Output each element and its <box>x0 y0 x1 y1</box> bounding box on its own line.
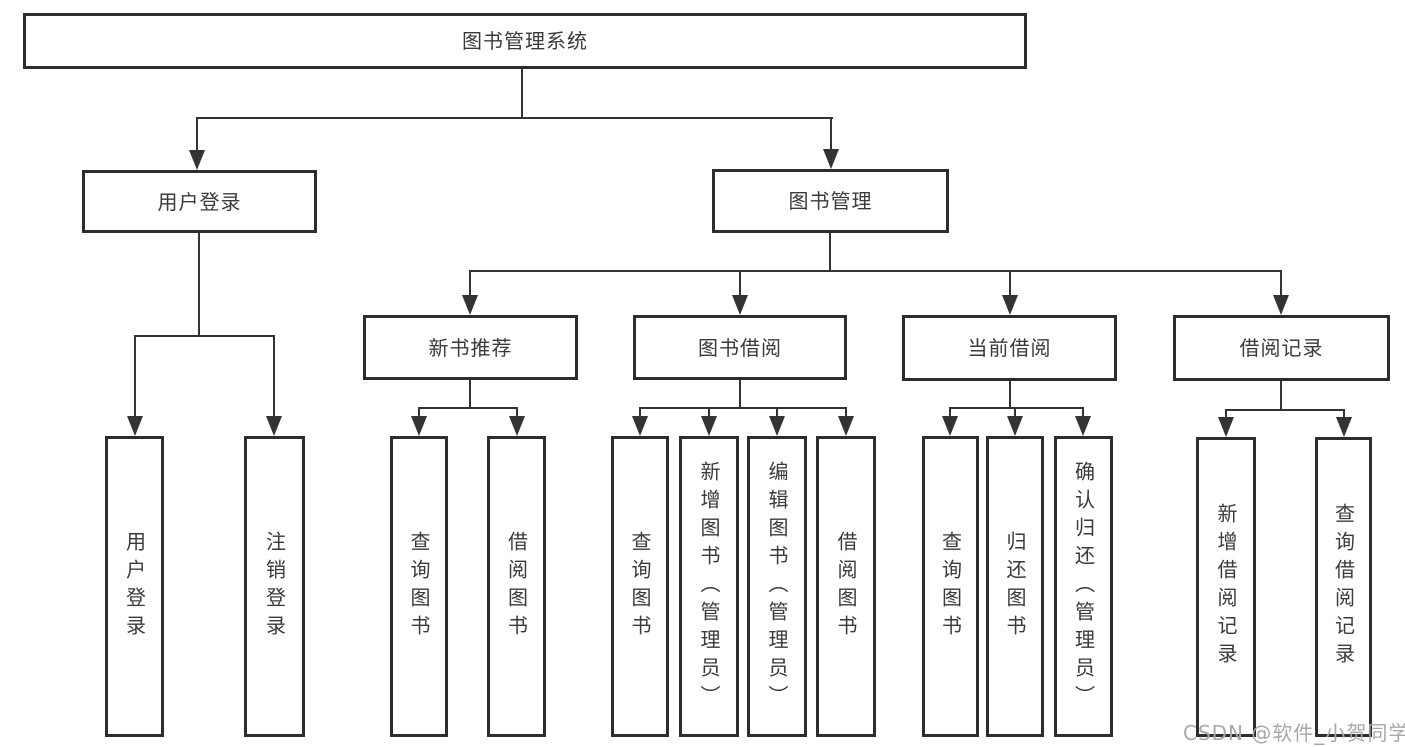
node-book-mgmt: 图书管理 <box>712 169 949 233</box>
node-leaf-query-book-3: 查询图书 <box>922 436 979 737</box>
connector-line <box>134 335 275 337</box>
arrow-down-icon <box>509 416 525 436</box>
connector-line <box>418 407 420 419</box>
node-label: 新增借阅记录 <box>1214 503 1238 671</box>
arrow-down-icon <box>732 295 748 315</box>
node-label: 编辑图书（管理员） <box>765 460 789 713</box>
node-new-book-rec: 新书推荐 <box>363 315 578 380</box>
arrow-down-icon <box>701 416 717 436</box>
node-label: 借阅图书 <box>504 530 529 643</box>
arrow-down-icon <box>838 416 854 436</box>
connector-line <box>708 407 710 419</box>
connector-line <box>196 117 833 119</box>
connector-line <box>949 407 951 419</box>
connector-line <box>1225 409 1345 411</box>
arrow-down-icon <box>632 416 648 436</box>
node-root: 图书管理系统 <box>23 13 1027 69</box>
node-leaf-return-book: 归还图书 <box>986 436 1044 737</box>
connector-line <box>516 407 518 419</box>
node-label: 借阅图书 <box>834 530 858 643</box>
connector-line <box>418 407 518 409</box>
node-label: 确认归还（管理员） <box>1071 460 1096 713</box>
connector-line <box>1082 407 1084 419</box>
node-leaf-edit-book: 编辑图书（管理员） <box>747 436 807 737</box>
connector-line <box>469 270 471 299</box>
watermark: CSDN @软件_小贺同学 <box>1183 721 1405 745</box>
arrow-down-icon <box>1002 295 1018 315</box>
connector-line <box>739 270 741 299</box>
connector-line <box>1280 381 1282 411</box>
node-current-borrow: 当前借阅 <box>902 315 1117 381</box>
arrow-down-icon <box>411 416 427 436</box>
arrow-down-icon <box>1273 295 1289 315</box>
arrow-down-icon <box>769 416 785 436</box>
node-label: 图书管理系统 <box>462 29 588 53</box>
node-label: 图书管理 <box>788 189 873 213</box>
connector-line <box>830 117 832 153</box>
node-leaf-add-book: 新增图书（管理员） <box>679 436 739 737</box>
connector-line <box>198 233 200 337</box>
connector-line <box>776 407 778 419</box>
node-leaf-query-book-2: 查询图书 <box>611 436 669 737</box>
connector-line <box>1343 409 1345 420</box>
node-label: 用户登录 <box>157 189 242 214</box>
arrow-down-icon <box>127 416 143 436</box>
node-book-borrow: 图书借阅 <box>633 315 847 380</box>
node-label: 查询图书 <box>407 530 431 643</box>
connector-line <box>1009 270 1011 299</box>
node-leaf-borrow-book-2: 借阅图书 <box>816 436 876 737</box>
arrow-down-icon <box>942 416 958 436</box>
node-label: 图书借阅 <box>698 335 782 360</box>
arrow-down-icon <box>1075 416 1091 436</box>
connector-line <box>845 407 847 419</box>
arrow-down-icon <box>1218 417 1234 437</box>
node-label: 借阅记录 <box>1239 336 1324 360</box>
node-borrow-record: 借阅记录 <box>1173 315 1390 381</box>
node-leaf-borrow-book-1: 借阅图书 <box>487 436 546 737</box>
node-leaf-query-book-1: 查询图书 <box>390 436 448 737</box>
node-leaf-add-record: 新增借阅记录 <box>1196 437 1256 737</box>
connector-line <box>469 270 1282 272</box>
node-leaf-logout: 注销登录 <box>244 436 305 737</box>
node-label: 注销登录 <box>262 530 287 643</box>
node-label: 查询借阅记录 <box>1331 503 1356 671</box>
node-label: 用户登录 <box>122 530 147 643</box>
arrow-down-icon <box>1007 416 1023 436</box>
node-label: 新书推荐 <box>428 335 513 360</box>
node-label: 新增图书（管理员） <box>697 460 721 713</box>
connector-line <box>829 233 831 272</box>
arrow-down-icon <box>266 416 282 436</box>
connector-line <box>1280 270 1282 299</box>
node-label: 归还图书 <box>1003 530 1027 643</box>
node-leaf-confirm-return: 确认归还（管理员） <box>1054 436 1113 737</box>
node-label: 查询图书 <box>628 530 652 643</box>
node-user-login: 用户登录 <box>82 170 317 233</box>
connector-line <box>639 407 847 409</box>
connector-line <box>1014 407 1016 419</box>
arrow-down-icon <box>462 295 478 315</box>
connector-line <box>739 380 741 409</box>
arrow-down-icon <box>189 150 205 170</box>
connector-line <box>521 69 523 118</box>
connector-line <box>469 380 471 409</box>
node-label: 当前借阅 <box>967 336 1052 360</box>
connector-line <box>949 407 1084 409</box>
node-leaf-user-login: 用户登录 <box>105 436 164 737</box>
connector-line <box>273 335 275 420</box>
connector-line <box>196 117 198 154</box>
connector-line <box>134 335 136 420</box>
node-leaf-query-record: 查询借阅记录 <box>1315 437 1372 737</box>
node-label: 查询图书 <box>938 530 963 643</box>
arrow-down-icon <box>1336 417 1352 437</box>
connector-line <box>639 407 641 419</box>
connector-line <box>1225 409 1227 420</box>
connector-line <box>1009 381 1011 409</box>
arrow-down-icon <box>823 149 839 169</box>
